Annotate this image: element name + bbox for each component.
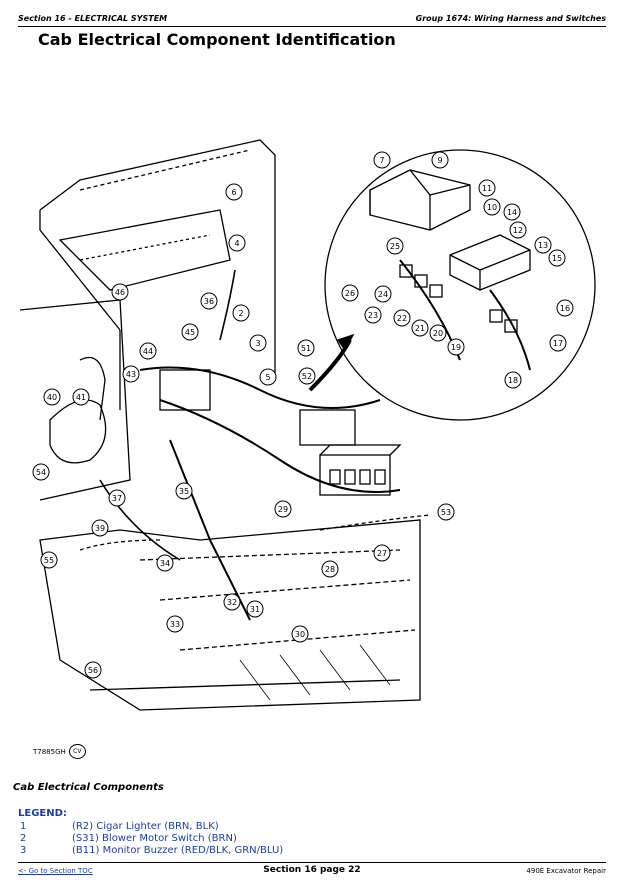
page-header: Section 16 - ELECTRICAL SYSTEM Group 167… — [18, 14, 606, 28]
legend-heading: LEGEND: — [18, 808, 67, 819]
components-subtitle: Cab Electrical Components — [13, 782, 164, 793]
svg-text:40: 40 — [47, 393, 57, 402]
svg-text:10: 10 — [487, 203, 497, 212]
svg-text:53: 53 — [441, 508, 451, 517]
section-label: Section 16 - ELECTRICAL SYSTEM — [18, 14, 168, 23]
svg-text:26: 26 — [345, 289, 355, 298]
svg-text:54: 54 — [36, 468, 46, 477]
svg-text:6: 6 — [231, 188, 236, 197]
svg-text:30: 30 — [295, 630, 305, 639]
svg-text:45: 45 — [185, 328, 195, 337]
svg-text:28: 28 — [325, 565, 335, 574]
svg-text:39: 39 — [95, 524, 105, 533]
svg-text:43: 43 — [126, 370, 136, 379]
group-label: Group 1674: Wiring Harness and Switches — [415, 14, 606, 23]
svg-text:14: 14 — [507, 208, 517, 217]
figure-badge: CV — [68, 744, 86, 759]
svg-text:29: 29 — [278, 505, 288, 514]
svg-text:3: 3 — [255, 339, 260, 348]
svg-text:27: 27 — [377, 549, 387, 558]
svg-text:13: 13 — [538, 241, 548, 250]
header-divider — [18, 26, 606, 27]
svg-text:51: 51 — [301, 344, 311, 353]
svg-text:25: 25 — [390, 242, 400, 251]
svg-text:9: 9 — [437, 156, 442, 165]
figure-id: T7885GH — [33, 747, 66, 756]
svg-text:4: 4 — [234, 239, 239, 248]
svg-text:21: 21 — [415, 324, 425, 333]
legend-num: 2 — [20, 833, 27, 844]
svg-text:41: 41 — [76, 393, 86, 402]
svg-text:16: 16 — [560, 304, 570, 313]
legend-text: (B11) Monitor Buzzer (RED/BLK, GRN/BLU) — [72, 845, 284, 856]
footer-divider — [18, 862, 606, 863]
svg-text:44: 44 — [143, 347, 153, 356]
page-title: Cab Electrical Component Identification — [38, 30, 396, 49]
svg-text:46: 46 — [115, 288, 125, 297]
legend-text: (R2) Cigar Lighter (BRN, BLK) — [72, 821, 219, 832]
svg-text:33: 33 — [170, 620, 180, 629]
svg-text:36: 36 — [204, 297, 214, 306]
svg-text:18: 18 — [508, 376, 518, 385]
svg-text:12: 12 — [513, 226, 523, 235]
svg-text:37: 37 — [112, 494, 122, 503]
svg-text:56: 56 — [88, 666, 98, 675]
legend-num: 1 — [20, 821, 27, 832]
legend-text: (S31) Blower Motor Switch (BRN) — [72, 833, 237, 844]
svg-text:5: 5 — [265, 373, 270, 382]
svg-text:24: 24 — [378, 290, 388, 299]
svg-text:35: 35 — [179, 487, 189, 496]
svg-text:55: 55 — [44, 556, 54, 565]
svg-text:2: 2 — [238, 309, 243, 318]
figure-tag: T7885GH CV — [33, 744, 86, 759]
svg-text:34: 34 — [160, 559, 170, 568]
svg-text:22: 22 — [397, 314, 407, 323]
page-number: Section 16 page 22 — [263, 865, 361, 875]
svg-text:7: 7 — [379, 156, 384, 165]
legend-num: 3 — [20, 845, 27, 856]
toc-link[interactable]: <- Go to Section TOC — [18, 867, 93, 875]
svg-text:19: 19 — [451, 343, 461, 352]
svg-text:31: 31 — [250, 605, 260, 614]
model-label: 490E Excavator Repair — [526, 867, 606, 875]
svg-text:23: 23 — [368, 311, 378, 320]
svg-text:15: 15 — [552, 254, 562, 263]
cab-wiring-illustration: 2 3 4 5 6 7 9 10 11 12 13 14 15 16 17 18… — [20, 139, 596, 711]
svg-text:11: 11 — [482, 184, 492, 193]
svg-text:52: 52 — [302, 372, 312, 381]
svg-text:17: 17 — [553, 339, 563, 348]
svg-text:20: 20 — [433, 329, 443, 338]
svg-text:32: 32 — [227, 598, 237, 607]
